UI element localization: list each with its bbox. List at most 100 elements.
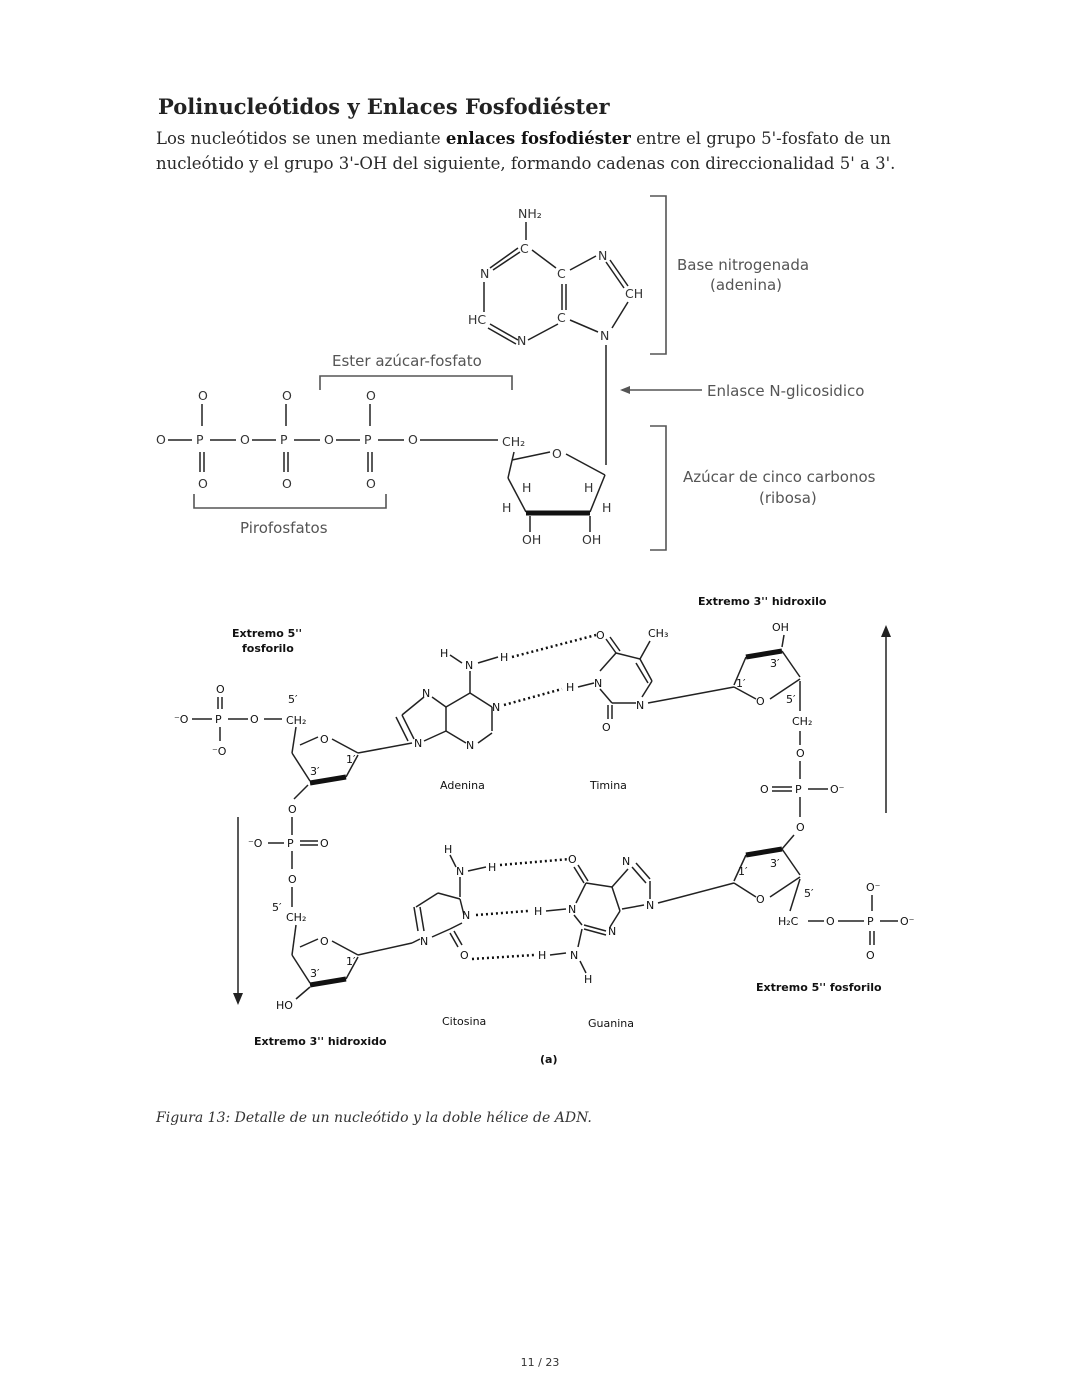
svg-text:N: N (480, 266, 489, 281)
svg-text:N: N (608, 925, 616, 938)
svg-text:OH: OH (772, 621, 789, 634)
svg-text:3′: 3′ (310, 765, 320, 778)
svg-text:O: O (320, 935, 329, 948)
cytosine-label: Citosina (442, 1015, 486, 1028)
svg-text:O: O (596, 629, 605, 642)
page-number: 11 / 23 (520, 1356, 560, 1369)
guanine-label: Guanina (588, 1017, 634, 1030)
svg-text:O: O (198, 388, 208, 403)
svg-text:3′: 3′ (770, 857, 780, 870)
svg-text:1′: 1′ (346, 955, 356, 968)
adenine-label: Adenina (440, 779, 485, 792)
svg-text:O: O (366, 388, 376, 403)
ester-bracket (319, 375, 513, 390)
figure-caption: Figura 13: Detalle de un nucleótido y la… (156, 1110, 592, 1126)
dna-double-strand-diagram: Extremo 3'' hidroxilo Extremo 5'' fosfor… (174, 595, 915, 1066)
svg-text:HC: HC (468, 312, 486, 327)
nucleotide-diagram: NH₂ C N HC N C C N CH N Base nitrogenada… (156, 195, 876, 551)
svg-text:CH₃: CH₃ (648, 627, 668, 640)
left-strand-bottom: O 3′1′ HO (276, 924, 413, 1012)
svg-text:5′: 5′ (804, 887, 814, 900)
pyro-label: Pirofosfatos (240, 519, 328, 537)
svg-text:O: O (250, 713, 259, 726)
svg-text:O: O (288, 803, 297, 816)
svg-text:CH₂: CH₂ (286, 911, 306, 924)
svg-text:O⁻: O⁻ (830, 783, 845, 796)
base-bracket (650, 195, 667, 355)
svg-text:H: H (502, 500, 511, 515)
hbond-at-2 (503, 687, 563, 707)
section-title: Polinucleótidos y Enlaces Fosfodiéster (158, 94, 610, 119)
hbond-at-1 (511, 633, 597, 659)
cytosine-structure: N N O N H H Citosina (411, 843, 496, 1028)
adenine-structure: N N N N N H H Adenina (395, 647, 508, 792)
ester-label: Ester azúcar-fosfato (332, 352, 482, 370)
svg-text:⁻O: ⁻O (174, 713, 189, 726)
adenine-base: NH₂ C N HC N C C N CH N (468, 206, 643, 348)
ch2-label: CH₂ (502, 434, 525, 449)
svg-text:O: O (866, 949, 875, 962)
svg-text:N: N (462, 909, 470, 922)
svg-text:N: N (414, 737, 422, 750)
svg-text:N: N (598, 248, 607, 263)
svg-text:O: O (460, 949, 469, 962)
svg-text:⁻O: ⁻O (212, 745, 227, 758)
svg-text:O: O (796, 821, 805, 834)
sugar-label-line2: (ribosa) (759, 489, 817, 507)
svg-text:O: O (320, 733, 329, 746)
svg-text:O⁻: O⁻ (900, 915, 915, 928)
svg-text:⁻O: ⁻O (248, 837, 263, 850)
svg-text:P: P (364, 432, 372, 447)
pyro-bracket (193, 494, 387, 509)
svg-text:5′: 5′ (272, 901, 282, 914)
svg-text:C: C (557, 266, 566, 281)
svg-text:O: O (756, 695, 765, 708)
end-3-hydroxyl-top: Extremo 3'' hidroxilo (698, 595, 827, 608)
svg-text:O: O (568, 853, 577, 866)
svg-text:O: O (282, 388, 292, 403)
hbond-cg-1 (499, 857, 571, 867)
svg-text:P: P (196, 432, 204, 447)
ribose-ring: O HH HH OH OH (502, 446, 611, 547)
hbond-cg-3 (471, 953, 535, 961)
svg-text:H: H (584, 973, 592, 986)
svg-text:O: O (796, 747, 805, 760)
svg-text:O: O (198, 476, 208, 491)
svg-text:5′: 5′ (288, 693, 298, 706)
end-5-phosphoryl-right: Extremo 5'' fosforilo (756, 981, 882, 994)
svg-text:H₂C: H₂C (778, 915, 799, 928)
svg-text:O: O (216, 683, 225, 696)
left-strand-top: O ⁻O P O ⁻O CH₂ 5′ O 3′1′ (174, 683, 413, 786)
svg-text:O: O (408, 432, 418, 447)
svg-text:N: N (456, 865, 464, 878)
oh-3-label: OH (582, 532, 601, 547)
svg-text:N: N (517, 333, 526, 348)
glyco-label: Enlasce N-glicosidico (707, 382, 864, 400)
svg-text:P: P (795, 783, 802, 796)
intro-text-start: Los nucleótidos se unen mediante (156, 129, 446, 148)
svg-text:N: N (594, 677, 602, 690)
svg-text:H: H (602, 500, 611, 515)
svg-text:HO: HO (276, 999, 293, 1012)
svg-text:H: H (488, 861, 496, 874)
guanine-structure: O H N N N H H N N Guanina (534, 853, 735, 1030)
svg-text:N: N (636, 699, 644, 712)
svg-text:O: O (320, 837, 329, 850)
svg-text:H: H (534, 905, 542, 918)
end-3-hydroxyl-bottom: Extremo 3'' hidroxido (254, 1035, 387, 1048)
svg-text:N: N (420, 935, 428, 948)
oh-2-label: OH (522, 532, 541, 547)
svg-text:H: H (522, 480, 531, 495)
svg-text:O: O (156, 432, 166, 447)
thymine-label: Timina (589, 779, 627, 792)
svg-text:O: O (826, 915, 835, 928)
svg-text:H: H (444, 843, 452, 856)
svg-text:H: H (566, 681, 574, 694)
svg-text:O: O (366, 476, 376, 491)
svg-text:P: P (280, 432, 288, 447)
svg-text:O: O (282, 476, 292, 491)
left-backbone-phosphodiester: O ⁻O P O O 5′ CH₂ (248, 784, 329, 924)
svg-text:CH₂: CH₂ (792, 715, 812, 728)
svg-text:O: O (324, 432, 334, 447)
svg-text:N: N (568, 903, 576, 916)
